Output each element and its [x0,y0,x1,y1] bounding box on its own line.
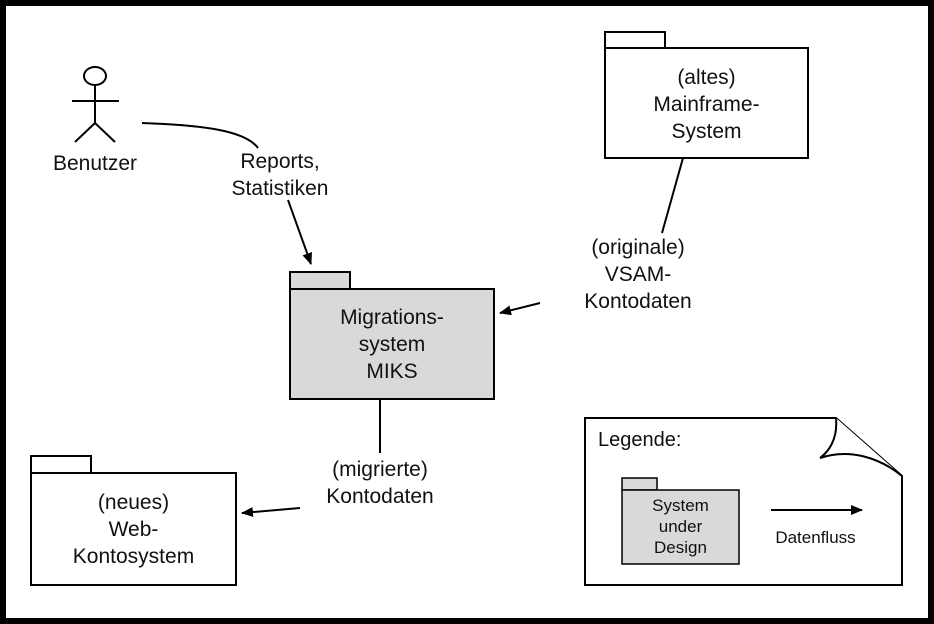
package-web [30,455,237,586]
flow-migrated-arrow [241,507,301,518]
flow-vsam-line [661,157,684,234]
flow-migrated-label: (migrierte) Kontodaten [326,458,434,508]
user-actor-icon [72,66,119,143]
flow-reports-line [141,122,259,149]
legend-sud-label: System under Design [652,496,709,557]
package-mainframe [604,31,809,159]
flow-vsam-arrow [499,302,541,316]
legend-package-icon [621,477,740,565]
package-mainframe-label: (altes) Mainframe- System [653,66,760,143]
actor-label: Benutzer [52,152,138,175]
package-miks [289,271,495,400]
package-web-label: (neues) Web- Kontosystem [72,491,195,568]
legend-title: Legende: [598,429,682,451]
legend-flow-label: Datenfluss [775,528,856,547]
package-miks-label: Migrations- system MIKS [340,306,444,383]
flow-vsam-label: (originale) VSAM- Kontodaten [584,236,692,313]
flow-reports-label: Reports, Statistiken [231,150,329,200]
flow-reports-arrow [287,199,312,265]
